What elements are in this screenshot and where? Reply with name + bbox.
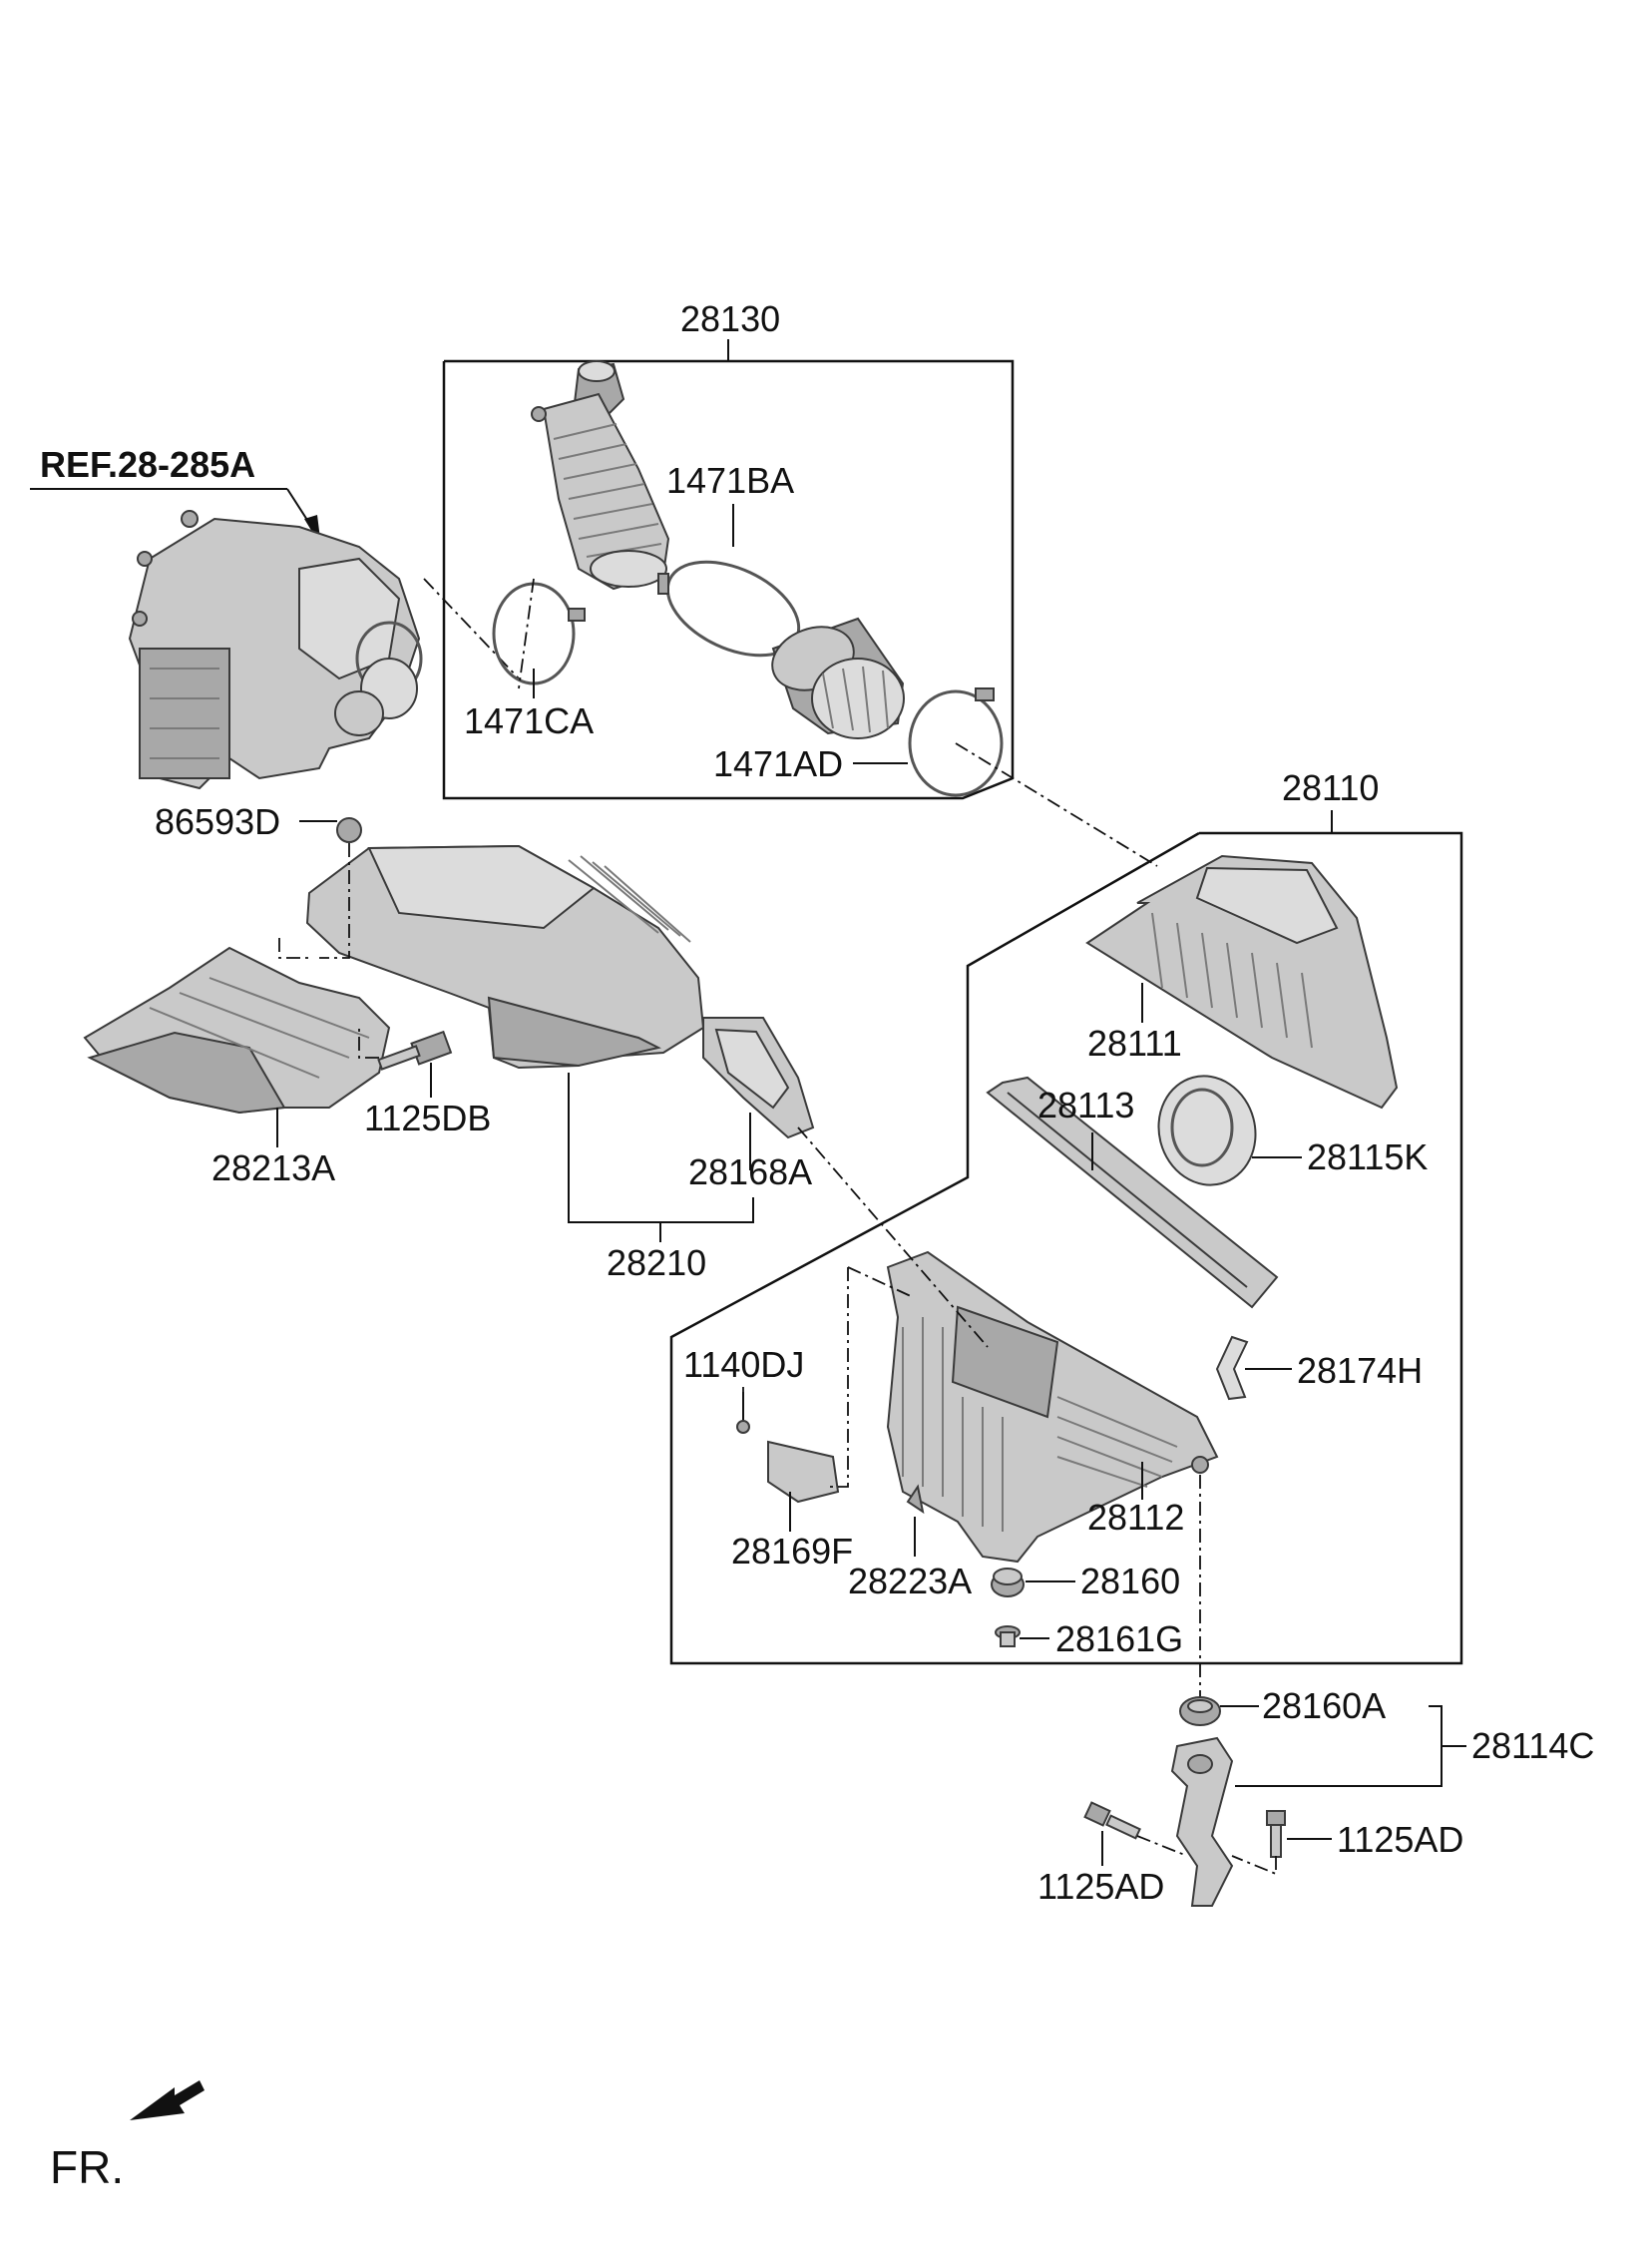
bolt-1125AD-right-illustration: [1266, 1810, 1286, 1858]
part-label-28210: 28210: [607, 1242, 706, 1283]
bolt-1125DB-illustration: [377, 1030, 453, 1071]
part-label-1125AD-left: 1125AD: [1037, 1866, 1164, 1907]
frame-28110: [669, 831, 1463, 1665]
intake-hose-illustration: [531, 360, 670, 591]
gasket-28168A-illustration: [702, 1017, 815, 1139]
part-label-28130: 28130: [680, 298, 780, 339]
clamp-1471CA-illustration: [492, 582, 586, 685]
part-label-28161G: 28161G: [1055, 1618, 1183, 1659]
part-label-28111: 28111: [1087, 1023, 1182, 1064]
part-label-28223A: 28223A: [848, 1561, 972, 1601]
direction-label: FR.: [50, 2141, 124, 2193]
part-label-28115K: 28115K: [1307, 1136, 1428, 1177]
clamp-1471AD-illustration: [908, 687, 1004, 797]
part-label-1125DB: 1125DB: [364, 1098, 491, 1138]
reference-label: REF.28-285A: [40, 444, 255, 485]
insulator-28160A-illustration: [1179, 1696, 1221, 1726]
air-cleaner-body-illustration: [886, 1250, 1219, 1564]
mounting-bracket-illustration: [1170, 1736, 1234, 1907]
grommet-28160-illustration: [991, 1568, 1025, 1597]
part-label-28160: 28160: [1080, 1561, 1180, 1601]
seal-28115K-illustration: [1157, 1075, 1257, 1186]
part-label-28113: 28113: [1037, 1085, 1134, 1126]
frame-28130: [442, 359, 1015, 800]
clip-28174H-illustration: [1215, 1335, 1249, 1401]
part-label-28168A: 28168A: [688, 1151, 812, 1192]
under-cover-28213A-illustration: [83, 946, 391, 1115]
air-cleaner-cover-illustration: [1085, 854, 1399, 1110]
turbocharger-illustration: [30, 488, 520, 790]
bracket-28169F-illustration: [767, 1440, 840, 1504]
air-duct-sleeve-illustration: [771, 617, 905, 739]
bolt-1125AD-left-illustration: [1083, 1801, 1141, 1840]
part-label-1140DJ: 1140DJ: [683, 1344, 804, 1385]
part-label-28174H: 28174H: [1297, 1350, 1423, 1391]
part-label-1471CA: 1471CA: [464, 700, 594, 741]
part-label-1471AD: 1471AD: [713, 743, 843, 784]
part-label-1125AD-right: 1125AD: [1337, 1819, 1463, 1860]
part-label-28213A: 28213A: [211, 1147, 335, 1188]
part-label-28160A: 28160A: [1262, 1685, 1386, 1726]
part-label-86593D: 86593D: [155, 801, 280, 842]
pin-28161G-illustration: [995, 1625, 1021, 1647]
part-label-1471BA: 1471BA: [666, 460, 794, 501]
part-label-28114C: 28114C: [1471, 1725, 1594, 1766]
resonator-box-illustration: [305, 817, 705, 1070]
part-label-28112: 28112: [1087, 1497, 1184, 1538]
air-filter-element-illustration: [986, 1076, 1279, 1309]
front-arrow-icon: [130, 2080, 205, 2120]
part-label-28169F: 28169F: [731, 1531, 853, 1572]
part-label-28110: 28110: [1282, 767, 1379, 808]
